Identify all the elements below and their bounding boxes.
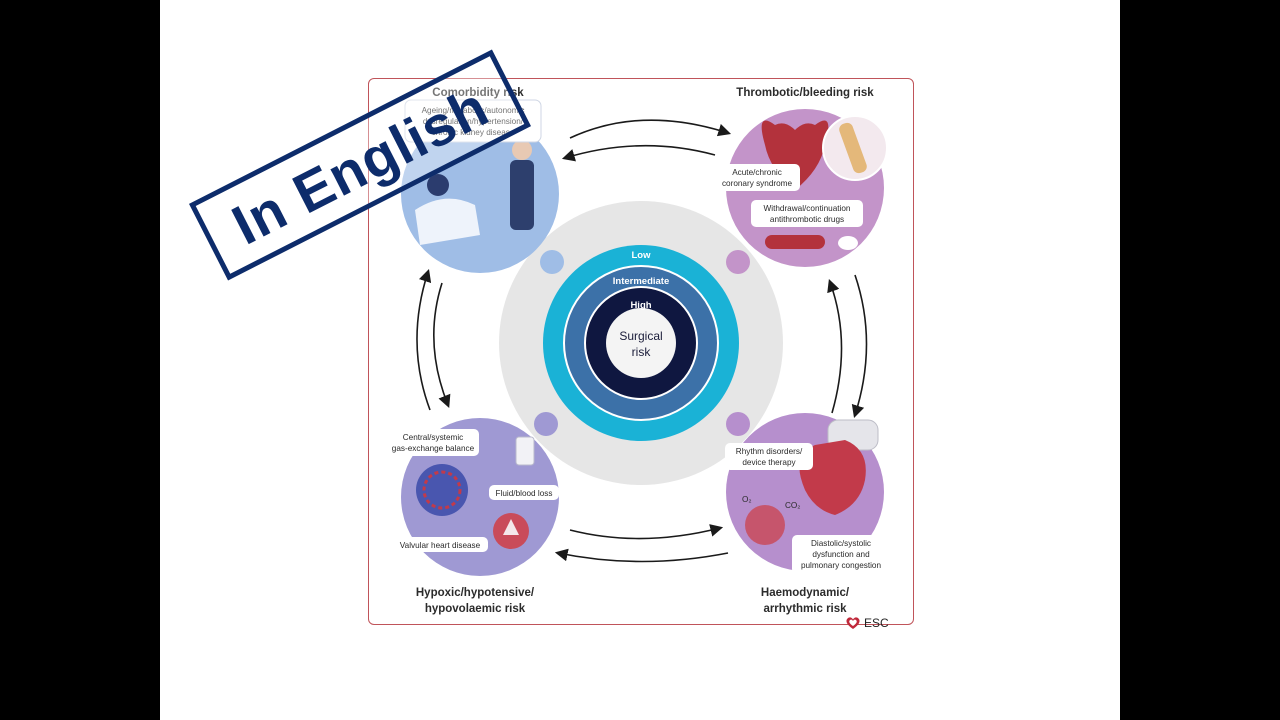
core-label-line-2: risk [632, 345, 652, 359]
slide: Low Intermediate High Surgical risk Agei… [160, 0, 1120, 720]
gas-exchange-line-1: Central/systemic [403, 433, 464, 442]
antithrombotic-label-box [751, 200, 863, 227]
esc-logo: ESC [845, 615, 889, 631]
valvular-label: Valvular heart disease [400, 541, 481, 550]
haemodynamic-quadrant: O₂ CO₂ Rhythm disorders/ device therapy … [725, 412, 890, 615]
o2-label: O₂ [742, 495, 752, 504]
iv-bag-icon [515, 436, 535, 466]
arrow-top-right [569, 119, 732, 139]
ring-label-intermediate: Intermediate [613, 276, 670, 287]
comorbidity-title: Comorbidity risk [432, 87, 524, 99]
pill-icon [838, 236, 858, 250]
arrow-top-left [561, 144, 716, 162]
elderly-person-icon [510, 160, 534, 230]
arrow-left-up [416, 268, 432, 411]
arrow-bottom-left [554, 548, 729, 563]
surgical-risk-core [606, 308, 676, 378]
arrow-right-down [851, 274, 868, 419]
hospital-bed-icon [415, 198, 480, 245]
rhythm-line-1: Rhythm disorders/ [736, 447, 803, 456]
acute-coronary-line-2: coronary syndrome [722, 179, 793, 188]
gas-exchange-line-2: gas-exchange balance [392, 444, 475, 453]
haemodynamic-title-line-1: Haemodynamic/ [761, 587, 850, 599]
fluid-loss-label: Fluid/blood loss [496, 489, 553, 498]
valvular-label-box [392, 537, 488, 552]
arrow-right-up [827, 278, 843, 414]
dysfunction-label-box [792, 535, 890, 574]
thrombotic-quadrant: Acute/chronic coronary syndrome Withdraw… [714, 87, 888, 274]
comorbidity-label-box [404, 99, 542, 143]
comorbidity-line-3: chronic kidney disease [432, 128, 515, 137]
hypoxic-title-line-1: Hypoxic/hypotensive/ [416, 587, 535, 599]
blood-vessel-icon [765, 235, 825, 249]
rhythm-label-box [725, 443, 813, 470]
dysfunction-line-3: pulmonary congestion [801, 561, 882, 570]
antithrombotic-line-2: antithrombotic drugs [770, 215, 844, 224]
gas-exchange-label-box [387, 429, 479, 456]
patient-icon [427, 174, 449, 196]
comorbidity-line-1: Ageing/metabolic/autonomic [422, 106, 525, 115]
comorbidity-line-2: dysregulation/hypertension/ [423, 117, 524, 126]
figure-frame [368, 78, 914, 625]
thrombotic-connector-bump [726, 250, 750, 274]
heart-anatomy-icon [799, 440, 866, 515]
risk-diagram: Low Intermediate High Surgical risk Agei… [387, 87, 890, 615]
comorbidity-quadrant: Ageing/metabolic/autonomic dysregulation… [401, 87, 564, 274]
arrow-bottom-right [569, 524, 724, 540]
comorbidity-connector-bump [540, 250, 564, 274]
arrow-left-down [433, 282, 451, 408]
rhythm-line-2: device therapy [742, 458, 796, 467]
fluid-loss-label-box [489, 485, 559, 500]
antithrombotic-line-1: Withdrawal/continuation [764, 204, 851, 213]
esc-heart-icon [846, 617, 860, 629]
acute-coronary-line-1: Acute/chronic [732, 168, 782, 177]
cycle-arrows [416, 119, 868, 563]
dysfunction-line-1: Diastolic/systolic [811, 539, 871, 548]
co2-label: CO₂ [785, 501, 800, 510]
hypoxic-quadrant: Central/systemic gas-exchange balance Fl… [387, 412, 559, 615]
core-label-line-1: Surgical [619, 329, 662, 343]
ring-label-low: Low [632, 250, 652, 261]
thrombotic-title: Thrombotic/bleeding risk [736, 87, 874, 99]
haemodynamic-connector-bump [726, 412, 750, 436]
ring-label-high: High [630, 300, 651, 311]
alveoli-icon [745, 505, 785, 545]
dysfunction-line-2: dysfunction and [812, 550, 870, 559]
acute-coronary-label-box [714, 164, 800, 191]
hypoxic-connector-bump [534, 412, 558, 436]
haemodynamic-title-line-2: arrhythmic risk [763, 603, 847, 615]
esc-logo-text: ESC [864, 616, 889, 630]
hypoxic-title-line-2: hypovolaemic risk [425, 603, 526, 615]
